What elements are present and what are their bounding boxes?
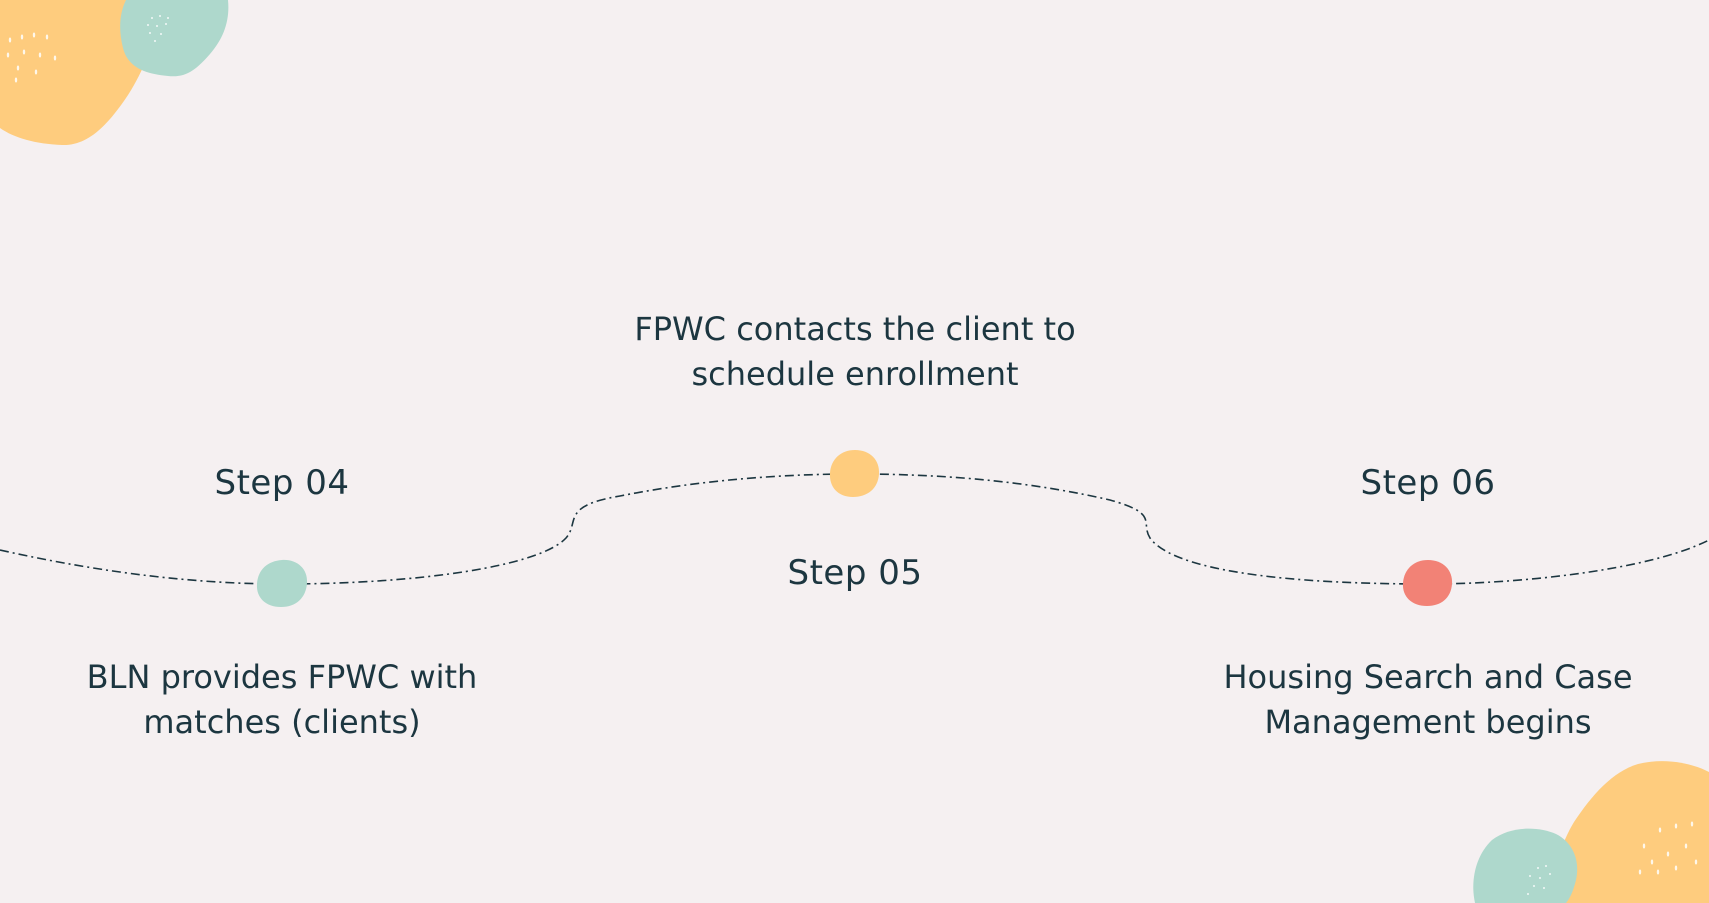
yellow-blob [0,0,154,146]
step-05-description-line-2: schedule enrollment [691,355,1019,393]
step-05-marker [829,450,880,497]
teal-blob [120,0,229,77]
step-05-description-line-1: FPWC contacts the client to [634,310,1076,348]
step-05-label: Step 05 [787,553,923,593]
step-04-description: BLN provides FPWC with matches (clients) [42,655,522,745]
step-06-description-line-1: Housing Search and Case [1223,658,1633,696]
top-left-blob-decoration [0,0,229,146]
step-06-description-line-2: Management begins [1264,703,1592,741]
step-06-description: Housing Search and Case Management begin… [1188,655,1668,745]
step-04-label: Step 04 [214,463,350,503]
step-06-label: Step 06 [1360,463,1496,503]
step-06-marker [1402,560,1453,606]
step-04-description-line-2: matches (clients) [143,703,421,741]
dots-pattern [6,15,169,83]
step-05-description: FPWC contacts the client to schedule enr… [615,307,1095,397]
step-04-marker [256,559,308,607]
step-04-description-line-1: BLN provides FPWC with [86,658,478,696]
